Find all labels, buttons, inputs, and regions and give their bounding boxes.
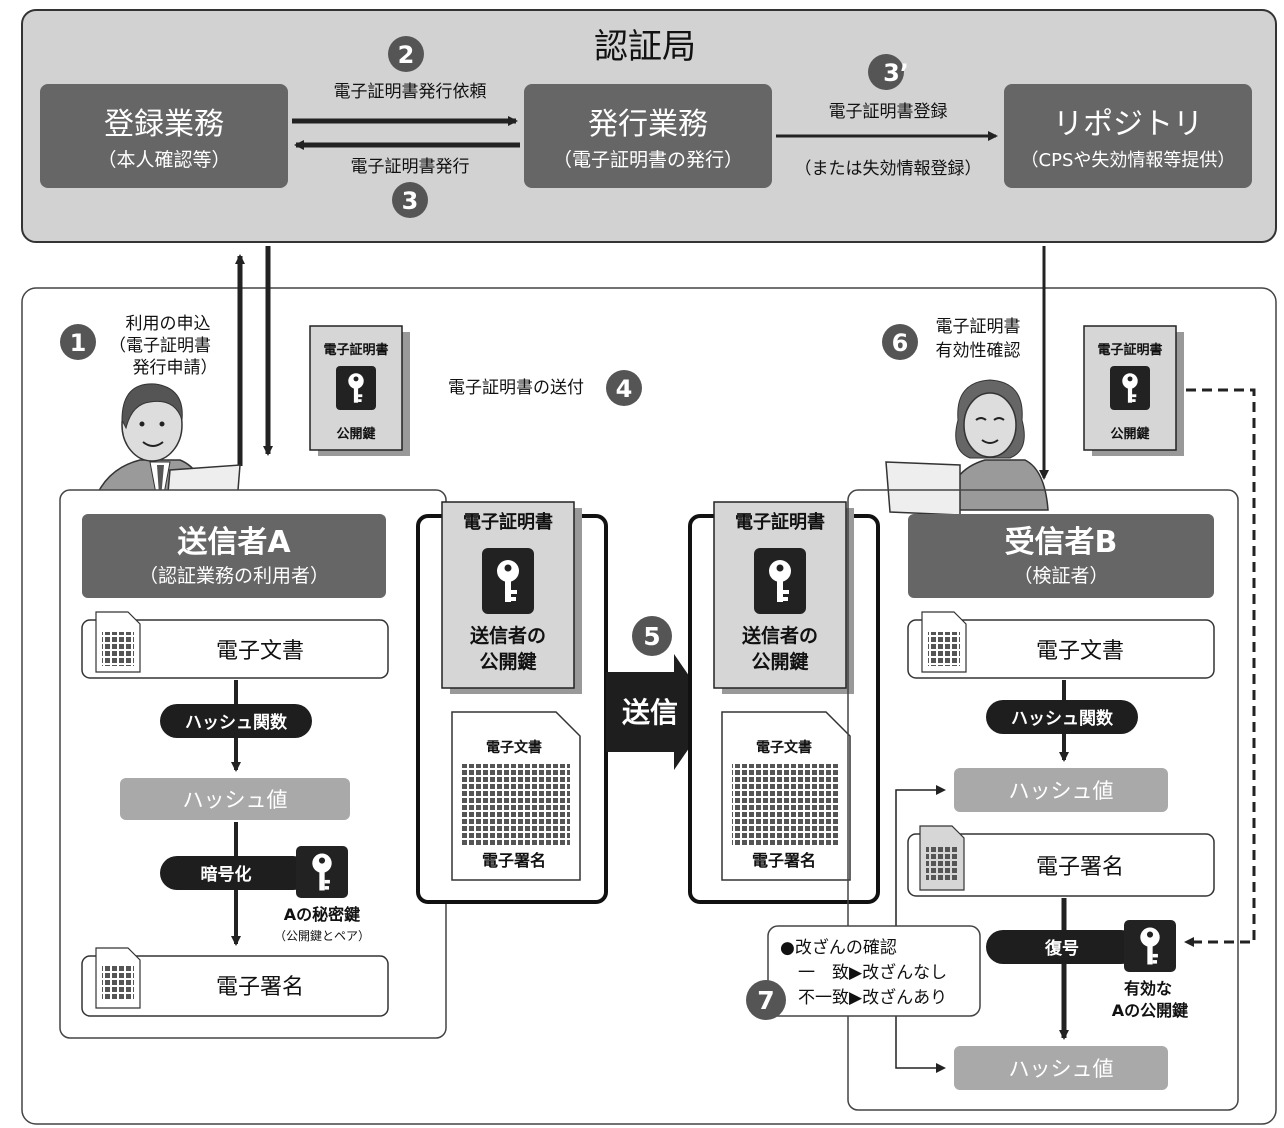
receiver-title: 受信者B — [1005, 525, 1118, 560]
step-3p-badge — [868, 54, 904, 90]
step-6-number: 6 — [892, 329, 909, 357]
sender-hash-val-label: ハッシュ値 — [183, 788, 288, 812]
receiver-decrypt-pill: 復号 — [986, 930, 1138, 964]
receiver-hash-value-box: ハッシュ値 — [954, 768, 1168, 812]
step-2-number: 2 — [398, 41, 415, 69]
sender-hash-value-box: ハッシュ値 — [120, 778, 350, 820]
small-cert-key: 公開鍵 — [1110, 426, 1149, 442]
package-left-key-l2: 公開鍵 — [479, 650, 536, 673]
receiver-hash-function-pill: ハッシュ関数 — [986, 700, 1138, 734]
receiver-hash-value-box-2: ハッシュ値 — [954, 1046, 1168, 1090]
package-right-key-l1: 送信者の — [742, 624, 818, 647]
package-right-cert-title: 電子証明書 — [735, 511, 825, 533]
sender-signature-box: 電子署名 — [81, 947, 389, 1017]
receiver-hash-fn-label: ハッシュ関数 — [1011, 708, 1114, 729]
package-right-signature: 電子署名 — [752, 851, 816, 870]
step-7-badge — [746, 980, 786, 1020]
step-2-badge — [388, 36, 424, 72]
receiver-signature-label: 電子署名 — [1036, 855, 1124, 880]
step-1-number: 1 — [70, 329, 87, 357]
step-4-number: 4 — [616, 375, 633, 403]
valid-key-label-2: Aの公開鍵 — [1112, 1001, 1188, 1020]
dashed-key-line — [1184, 388, 1256, 947]
sender-hash-function-pill: ハッシュ関数 — [160, 704, 312, 738]
package-right-doc-title: 電子文書 — [756, 739, 812, 756]
repository-title: リポジトリ — [1053, 107, 1203, 142]
ca-title: 認証局 — [594, 27, 696, 67]
small-cert-key: 公開鍵 — [336, 426, 375, 442]
sender-title: 送信者A — [177, 525, 291, 560]
receiver-sub: （検証者） — [1013, 565, 1108, 587]
step-5-number: 5 — [643, 622, 660, 651]
registration-box: 登録業務 （本人確認等） — [40, 84, 288, 188]
receiver-decrypt-label: 復号 — [1044, 938, 1079, 959]
step-3-badge — [392, 182, 428, 218]
receiver-hash-val2-label: ハッシュ値 — [1009, 1057, 1114, 1081]
step-6-line1: 電子証明書 — [936, 317, 1021, 337]
receiver-doc-label: 電子文書 — [1036, 639, 1124, 664]
valid-public-key-icon — [1124, 920, 1176, 972]
small-cert-title: 電子証明書 — [1097, 342, 1162, 358]
repository-box: リポジトリ （CPSや失効情報等提供） — [1004, 84, 1252, 188]
step-6-line2: 有効性確認 — [936, 341, 1021, 361]
tamper-check-box: ●改ざんの確認 一 致▶改ざんなし 不一致▶改ざんあり — [767, 925, 981, 1017]
sender-encrypt-pill: 暗号化 — [160, 856, 310, 890]
issuance-sub: （電子証明書の発行） — [553, 149, 743, 171]
send-arrow: 送信 — [606, 654, 714, 770]
private-key-icon — [296, 846, 348, 898]
issuance-box: 発行業務 （電子証明書の発行） — [524, 84, 772, 188]
step-4-label: 電子証明書の送付 — [448, 378, 584, 398]
lower-frame — [21, 287, 1277, 1125]
arrow-register-label: 電子証明書登録 — [829, 102, 948, 122]
receiver-hash-val-label: ハッシュ値 — [1009, 779, 1114, 803]
receiver-signature-box: 電子署名 — [907, 825, 1215, 897]
small-certificate-right: 電子証明書 公開鍵 — [1083, 325, 1184, 456]
sender-signature-label: 電子署名 — [216, 975, 304, 1000]
ca-panel: 認証局 登録業務 （本人確認等） 発行業務 （電子証明書の発行） リポジトリ （… — [21, 9, 1277, 243]
receiver-document-box: 電子文書 — [907, 611, 1215, 679]
step-1-line3: 発行申請） — [133, 358, 218, 378]
small-certificate-left: 電子証明書 公開鍵 — [309, 325, 410, 456]
package-left-cert-title: 電子証明書 — [463, 511, 553, 533]
sender-encrypt-label: 暗号化 — [201, 864, 252, 885]
repository-sub: （CPSや失効情報等提供） — [1021, 150, 1236, 171]
package-left: 電子証明書 送信者の 公開鍵 電子文書 電子署名 — [416, 501, 608, 904]
package-left-signature: 電子署名 — [482, 851, 546, 870]
tamper-line2: 一 致▶改ざんなし — [798, 962, 947, 983]
receiver-header: 受信者B （検証者） — [908, 514, 1214, 598]
issuance-title: 発行業務 — [588, 107, 708, 142]
arrow-register-sub: （または失効情報登録） — [795, 159, 982, 179]
package-right-key-l2: 公開鍵 — [751, 650, 808, 673]
sender-doc-label: 電子文書 — [216, 639, 304, 664]
private-key-sub: （公開鍵とペア） — [274, 928, 370, 943]
receiver-person-illustration — [885, 379, 1049, 516]
step-3-number: 3 — [402, 187, 419, 215]
step-5-badge — [632, 616, 672, 656]
step-1-line2: （電子証明書 — [109, 336, 211, 356]
step-7-number: 7 — [757, 986, 774, 1015]
arrow-request-label: 電子証明書発行依頼 — [334, 82, 487, 102]
registration-title: 登録業務 — [104, 107, 224, 142]
step-6-badge — [882, 324, 918, 360]
step-4-badge — [606, 370, 642, 406]
package-left-doc-title: 電子文書 — [486, 739, 542, 756]
send-label: 送信 — [622, 696, 678, 729]
step-1-line1: 利用の申込 — [126, 314, 211, 334]
sender-sub: （認証業務の利用者） — [139, 565, 329, 587]
arrow-issue-label: 電子証明書発行 — [351, 157, 470, 177]
registration-sub: （本人確認等） — [97, 149, 230, 171]
small-cert-title: 電子証明書 — [323, 342, 388, 358]
step-3p-number: 3’ — [883, 59, 909, 87]
sender-hash-fn-label: ハッシュ関数 — [185, 712, 288, 733]
tamper-line1: ●改ざんの確認 — [780, 937, 897, 958]
package-right: 電子証明書 送信者の 公開鍵 電子文書 電子署名 — [688, 501, 880, 904]
sender-document-box: 電子文書 — [81, 611, 389, 679]
receiver-frame — [847, 489, 1239, 1111]
private-key-label: Aの秘密鍵 — [284, 905, 360, 924]
sender-header: 送信者A （認証業務の利用者） — [82, 514, 386, 598]
valid-key-label-1: 有効な — [1124, 979, 1172, 998]
tamper-line3: 不一致▶改ざんあり — [798, 987, 947, 1008]
package-left-key-l1: 送信者の — [470, 624, 546, 647]
step-1-badge — [60, 324, 96, 360]
